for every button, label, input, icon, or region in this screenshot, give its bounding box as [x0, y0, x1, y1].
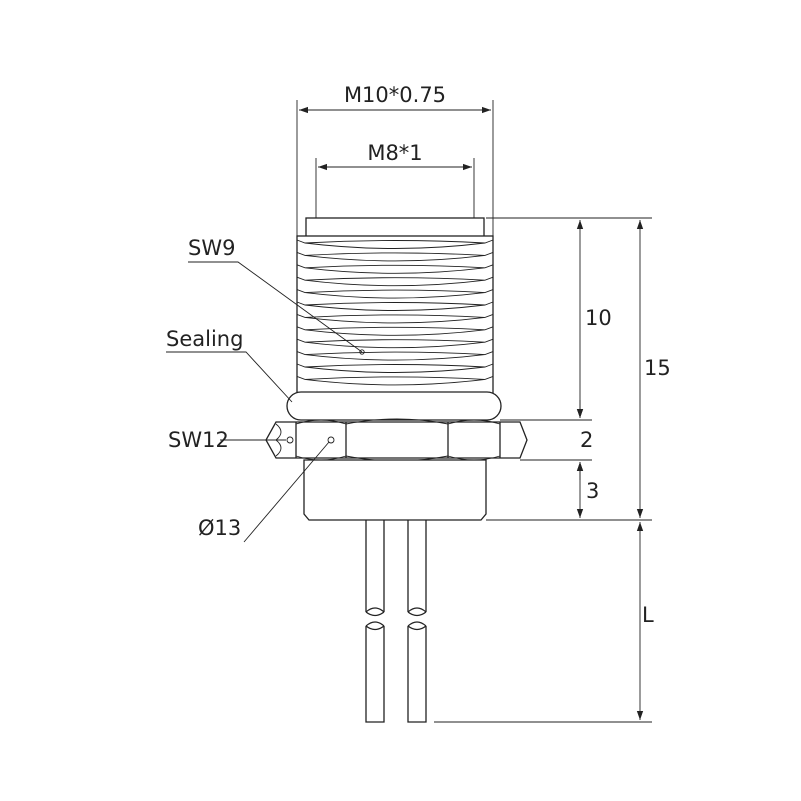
base-cylinder: [303, 459, 487, 521]
thread-crest: [296, 301, 494, 311]
thread-crest: [296, 351, 494, 361]
thread-crest: [296, 276, 494, 287]
hex-nut: [265, 421, 528, 459]
thread-crest: [296, 363, 494, 373]
thread-length-label: 10: [585, 306, 612, 330]
sealing-ring: [286, 391, 502, 421]
top-cap: [305, 217, 485, 239]
connector-part: [265, 217, 528, 723]
thread-crest: [296, 239, 494, 249]
pin-leads: [365, 520, 427, 723]
thread-crest: [296, 289, 494, 299]
thread-crest: [296, 313, 494, 324]
thread-profile: [296, 239, 494, 386]
diameter-callout: Ø13: [198, 516, 241, 540]
leader-lines: [166, 261, 365, 543]
thread-crest: [296, 326, 494, 336]
outer-thread-label: M10*0.75: [344, 83, 446, 107]
inner-thread-label: M8*1: [367, 141, 422, 165]
sealing-callout: Sealing: [166, 327, 243, 351]
lead-length-label: L: [642, 603, 654, 627]
thread-crest: [296, 251, 494, 262]
hex-height-label: 2: [580, 428, 593, 452]
thread-crest: [296, 338, 494, 349]
base-height-label: 3: [586, 479, 599, 503]
dimension-lines: [296, 100, 652, 723]
sw9-callout: SW9: [188, 236, 235, 260]
sw12-callout: SW12: [168, 428, 229, 452]
thread-crest: [296, 375, 494, 386]
total-length-label: 15: [644, 356, 671, 380]
thread-crest: [296, 264, 494, 274]
